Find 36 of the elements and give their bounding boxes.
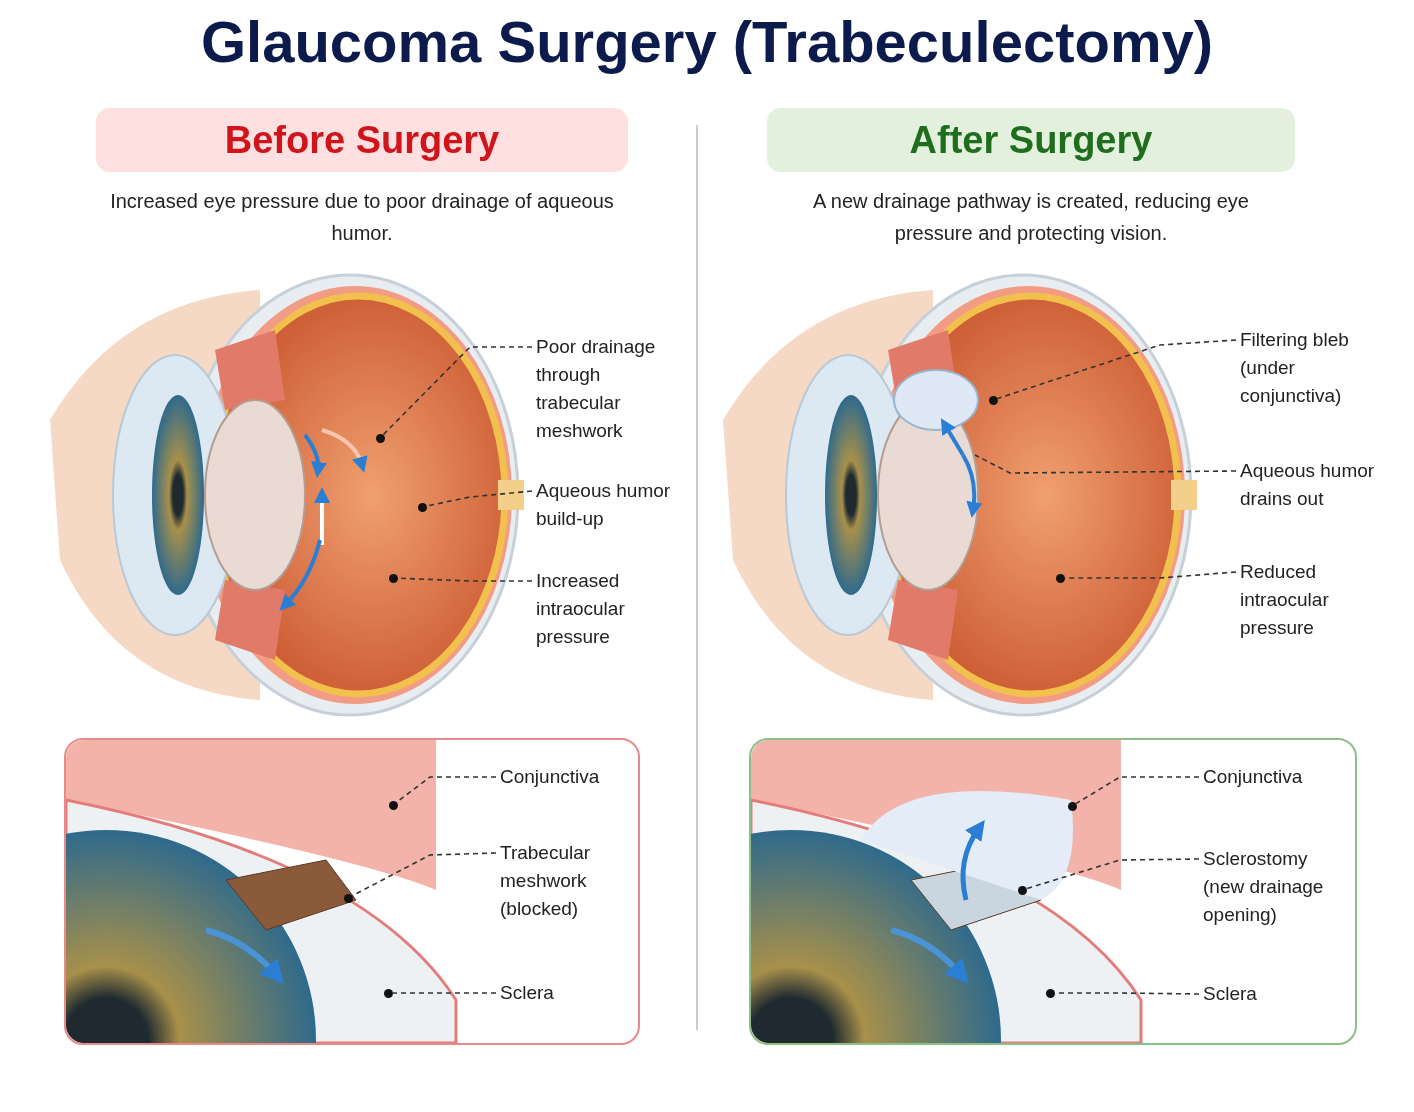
callout-label: Aqueous humor drains out (1240, 457, 1400, 513)
leader-line (426, 490, 533, 507)
pointer-dot (1045, 988, 1055, 998)
callout-label: Increased intraocular pressure (536, 567, 686, 651)
pointer-dot (1017, 885, 1027, 895)
pointer-dot (1055, 573, 1065, 583)
leader-line (996, 339, 1237, 400)
description-text: A new drainage pathway is created, reducing eye pressure and protecting vision. (812, 189, 1250, 246)
pointer-dot (388, 800, 398, 810)
pointer-dot (375, 433, 385, 443)
callout-label: Trabecular meshwork (blocked) (500, 839, 640, 923)
leader-line (1026, 858, 1200, 890)
leader-line (1075, 776, 1200, 805)
leader-line (974, 454, 1237, 474)
section-heading: After Surgery (767, 108, 1295, 172)
pointer-dot (988, 395, 998, 405)
pointer-dot (417, 502, 427, 512)
section-heading: Before Surgery (96, 108, 628, 172)
callout-label: Sclera (1203, 980, 1343, 1008)
pointer-dot (388, 573, 398, 583)
pointer-dot (343, 893, 353, 903)
callout-label: Sclera (500, 979, 640, 1007)
leader-line (382, 346, 533, 436)
pointer-dot (383, 988, 393, 998)
callout-label: Conjunctiva (500, 763, 640, 791)
callout-label: Poor drainage through trabecular meshwork (536, 333, 686, 445)
callout-label: Reduced intraocular pressure (1240, 558, 1390, 642)
leader-line (392, 992, 497, 994)
leader-line (396, 776, 497, 803)
callout-label: Aqueous humor build-up (536, 477, 686, 533)
callout-label: Sclerostomy (new drainage opening) (1203, 845, 1353, 929)
callout-label: Conjunctiva (1203, 763, 1343, 791)
title: Glaucoma Surgery (Trabeculectomy) (199, 8, 1215, 75)
description-text: Increased eye pressure due to poor drainage of aqueous humor. (109, 189, 615, 246)
callout-label: Filtering bleb (under conjunctiva) (1240, 326, 1390, 410)
pointer-dot (1067, 801, 1077, 811)
